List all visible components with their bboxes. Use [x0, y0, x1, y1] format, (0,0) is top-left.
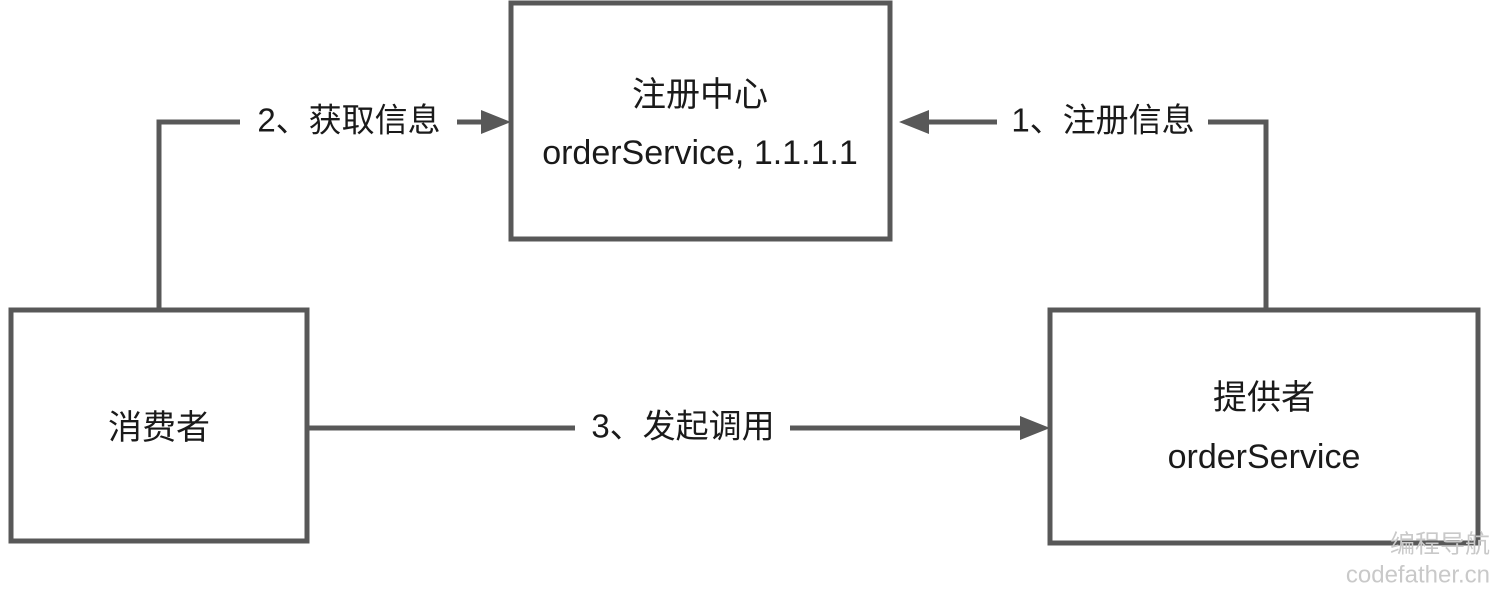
edge-register-line-right: [1208, 119, 1269, 310]
edge-register-arrow-head: [899, 110, 929, 134]
edge-invoke-label: 3、发起调用: [591, 408, 774, 445]
provider-box[interactable]: [1047, 307, 1481, 546]
edge-register-label: 1、注册信息: [1011, 102, 1194, 139]
edge-invoke: 3、发起调用: [307, 408, 1050, 445]
consumer-node[interactable]: 消费者: [8, 307, 310, 544]
edge-fetch: 2、获取信息: [156, 102, 511, 310]
registry-center-node[interactable]: 注册中心 orderService, 1.1.1.1: [508, 0, 893, 242]
watermark: 编程导航 codefather.cn: [1346, 531, 1490, 589]
edge-fetch-line-left: [156, 119, 240, 310]
registry-center-subtitle: orderService, 1.1.1.1: [542, 134, 858, 172]
consumer-box[interactable]: [8, 307, 310, 544]
provider-subtitle: orderService: [1168, 438, 1361, 476]
registry-center-box[interactable]: [508, 0, 893, 242]
watermark-url: codefather.cn: [1346, 561, 1490, 588]
edge-fetch-arrow-head: [481, 110, 511, 134]
edge-invoke-arrow-head: [1020, 416, 1050, 440]
provider-node[interactable]: 提供者 orderService: [1047, 307, 1481, 546]
registry-center-title: 注册中心: [632, 76, 768, 114]
consumer-title: 消费者: [108, 409, 210, 447]
edge-register: 1、注册信息: [899, 102, 1269, 310]
edge-fetch-label: 2、获取信息: [257, 102, 440, 139]
provider-title: 提供者: [1213, 379, 1315, 417]
watermark-brand: 编程导航: [1390, 531, 1490, 559]
